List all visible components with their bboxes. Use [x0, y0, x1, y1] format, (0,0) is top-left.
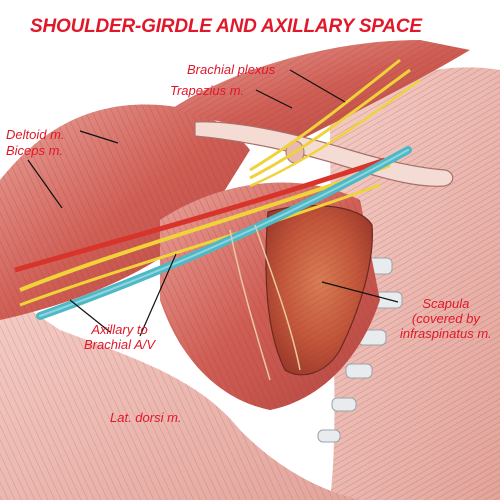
label-scapula-line2: (covered by: [411, 311, 480, 326]
label-scapula-line3: infraspinatus m.: [400, 326, 492, 341]
neurovascular-bundle: [14, 58, 421, 381]
leader-axillary-2: [139, 253, 177, 337]
label-trapezius: Trapezius m.: [170, 83, 245, 98]
label-lat-dorsi: Lat. dorsi m.: [110, 410, 182, 425]
scapula: [265, 204, 373, 376]
leader-brachial-plexus: [289, 69, 346, 103]
label-axillary-line1: Axillary to: [91, 322, 148, 337]
diagram-title: SHOULDER-GIRDLE AND AXILLARY SPACE: [30, 16, 422, 37]
leader-axillary-1: [69, 299, 111, 333]
leader-deltoid: [79, 130, 119, 144]
label-brachial-plexus: Brachial plexus: [187, 62, 276, 77]
leader-lines: [27, 69, 399, 337]
leader-trapezius: [255, 89, 293, 109]
leader-biceps: [27, 159, 63, 209]
deltoid-muscle: [0, 104, 250, 321]
leader-scapula: [321, 281, 399, 303]
label-biceps: Biceps m.: [6, 143, 64, 158]
label-scapula: Scapula (covered by infraspinatus m.: [400, 296, 492, 341]
label-deltoid: Deltoid m.: [6, 127, 65, 142]
latissimus-dorsi: [0, 290, 360, 500]
label-axillary-line2: Brachial A/V: [84, 337, 156, 352]
label-axillary-brachial: Axillary to Brachial A/V: [84, 322, 155, 352]
chest-wall: [317, 67, 500, 500]
label-scapula-line1: Scapula: [422, 296, 470, 311]
